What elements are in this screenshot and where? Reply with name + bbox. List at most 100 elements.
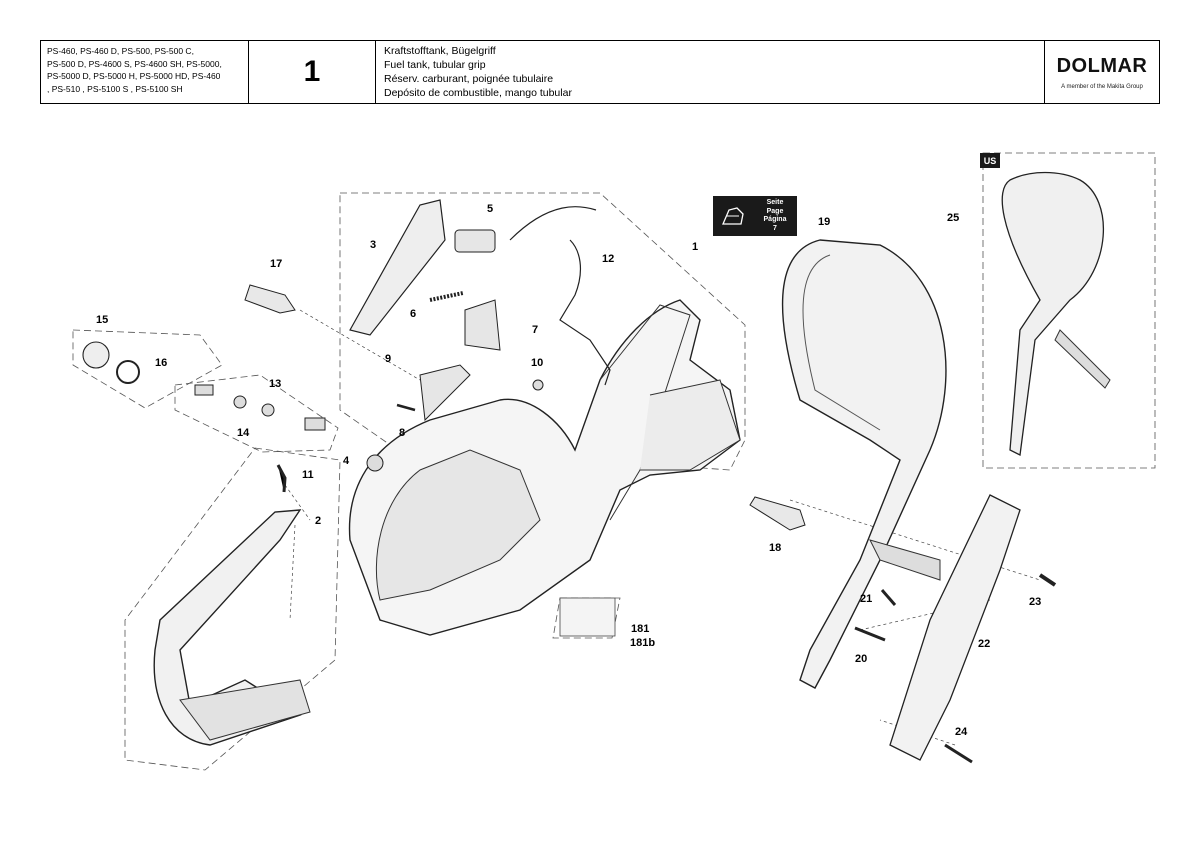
part-16-o-ring — [116, 360, 140, 384]
part-12-cable — [559, 239, 611, 386]
see-page-en: Page — [766, 207, 784, 215]
callout-15: 15 — [96, 314, 108, 326]
callout-181b: 181b — [630, 637, 655, 649]
callout-181: 181 — [631, 623, 649, 635]
part-17-damper-spring — [244, 284, 296, 314]
part-12-wire — [509, 206, 597, 241]
leader-11 — [284, 484, 311, 521]
us-handle-outline — [982, 152, 1156, 469]
us-handle-25 — [1001, 171, 1111, 456]
tubular-grip-19 — [781, 239, 947, 689]
rear-foot — [640, 379, 741, 471]
front-guard-foot — [179, 679, 311, 741]
callout-7: 7 — [532, 324, 538, 336]
callout-24: 24 — [955, 726, 968, 738]
callout-18: 18 — [769, 542, 781, 554]
model-line: PS-460, PS-460 D, PS-500, PS-500 C, — [47, 46, 194, 56]
callout-2: 2 — [315, 515, 321, 527]
brand-logo: DOLMAR — [1056, 54, 1148, 77]
part-20-screw — [854, 626, 886, 642]
callout-14: 14 — [237, 427, 250, 439]
cap-group-outline — [72, 329, 223, 409]
brand-tagline: A member of the Makita Group — [1061, 83, 1143, 90]
title-es: Depósito de combustible, mango tubular — [384, 87, 572, 99]
leader-24 — [879, 719, 956, 746]
part-6-spring — [429, 291, 464, 302]
callout-numbers: 1 2 3 4 5 6 7 8 9 10 11 12 13 14 15 16 1… — [96, 203, 1041, 738]
front-guard-part-2 — [153, 509, 311, 746]
side-cover-body — [889, 494, 1021, 761]
part-13-vent-end — [304, 417, 326, 431]
small-parts — [82, 199, 1057, 764]
tank-recess — [375, 449, 541, 601]
callout-12: 12 — [602, 253, 614, 265]
part-181-label — [559, 597, 616, 637]
part-7-linkage — [464, 299, 501, 351]
part-24-screw — [944, 743, 973, 764]
callout-19: 19 — [818, 216, 830, 228]
model-line: PS-500 D, PS-4600 S, PS-4600 SH, PS-5000… — [47, 58, 222, 69]
see-page-number: 7 — [773, 224, 777, 232]
part-5-lever — [454, 229, 496, 253]
model-list: PS-460, PS-460 D, PS-500, PS-500 C, PS-5… — [41, 41, 249, 103]
us-handle-bracket — [1054, 329, 1111, 389]
callout-20: 20 — [855, 653, 867, 665]
tubular-grip-ridge — [802, 254, 881, 431]
callout-25: 25 — [947, 212, 959, 224]
title-fr: Réserv. carburant, poignée tubulaire — [384, 73, 554, 85]
callout-22: 22 — [978, 638, 990, 650]
part-13-vent-body — [194, 384, 214, 396]
title-block: PS-460, PS-460 D, PS-500, PS-500 C, PS-5… — [40, 40, 1160, 104]
part-14-vent-valve — [261, 403, 275, 417]
model-line: , PS-510 , PS-5100 S , PS-5100 SH — [47, 83, 183, 94]
part-3-trigger-cover — [349, 199, 446, 336]
part-4-torsion-spring — [366, 454, 384, 472]
leader-2 — [289, 524, 296, 621]
callout-11: 11 — [302, 469, 314, 481]
front-grip-group-outline — [124, 447, 341, 771]
section-titles: Kraftstofftank, Bügelgriff Fuel tank, tu… — [376, 41, 1045, 103]
part-11-screw — [276, 464, 287, 493]
model-line: PS-5000 D, PS-5000 H, PS-5000 HD, PS-460 — [47, 71, 221, 82]
side-cover-22 — [889, 494, 1021, 761]
callout-4: 4 — [343, 455, 350, 467]
part-10-bushing — [532, 379, 544, 391]
rear-handle-rail — [599, 304, 691, 521]
part-23-screw — [1038, 573, 1057, 587]
see-page-es: Página — [763, 216, 787, 223]
part-15-fuel-cap — [82, 341, 110, 369]
callout-10: 10 — [531, 357, 543, 369]
callout-21: 21 — [860, 593, 872, 605]
callout-6: 6 — [410, 308, 416, 320]
callout-23: 23 — [1029, 596, 1041, 608]
callout-3: 3 — [370, 239, 376, 251]
callout-9: 9 — [385, 353, 391, 365]
title-en: Fuel tank, tubular grip — [384, 59, 486, 71]
callout-13: 13 — [269, 378, 281, 390]
see-page-reference: Seite Page Página 7 — [713, 196, 797, 236]
callout-1: 1 — [692, 241, 698, 253]
part-9-clip — [419, 364, 471, 422]
part-14-vent-valve — [233, 395, 247, 409]
title-de: Kraftstofftank, Bügelgriff — [384, 45, 496, 57]
brand-block: DOLMAR A member of the Makita Group — [1045, 41, 1159, 103]
page-number: 1 — [249, 41, 376, 103]
leader-20 — [859, 599, 991, 631]
part-8-pin — [396, 403, 416, 412]
us-handle-body — [1001, 171, 1105, 456]
vent-group-outline — [174, 374, 339, 453]
leader-17 — [299, 309, 421, 381]
tubular-grip-body — [781, 239, 947, 689]
housing-part-1 — [348, 299, 741, 636]
part-21-screw — [880, 589, 897, 606]
see-page-de: Seite — [766, 199, 784, 206]
callout-17: 17 — [270, 258, 282, 270]
see-page-text: Seite Page Página 7 — [753, 196, 797, 236]
chainsaw-reference-icon — [722, 207, 744, 225]
part-18-damper-spring — [749, 496, 806, 531]
callout-16: 16 — [155, 357, 167, 369]
callout-8: 8 — [399, 427, 405, 439]
callout-5: 5 — [487, 203, 493, 215]
us-badge: US — [980, 153, 1000, 168]
